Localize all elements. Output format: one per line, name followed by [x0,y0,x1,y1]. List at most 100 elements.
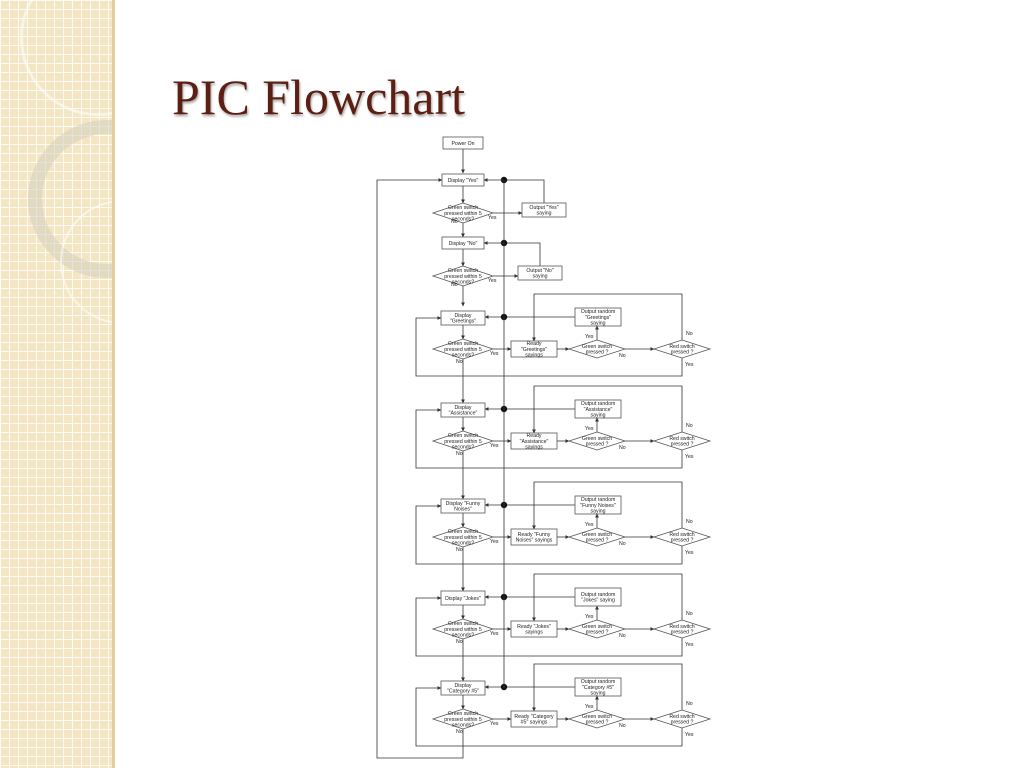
connector-line [415,316,683,377]
yes-label: Yes [488,278,497,284]
display-box [441,236,485,250]
green-switch-decision [431,708,495,730]
category-display-box [440,310,486,326]
category-display-box-text: Display"Assistance" [449,405,478,417]
no-label: No [451,219,458,225]
no-label: No [686,611,693,617]
category-display-box [440,498,486,514]
yes-label: Yes [585,522,594,528]
ready-sayings-box-text: Ready"Assistance"sayings [520,433,549,450]
output-box-text: Output "Yes"saying [529,205,558,217]
no-label: No [456,359,463,365]
green-switch-pressed-decision [567,619,627,639]
no-label: No [451,282,458,288]
yes-label: Yes [685,362,694,368]
no-label: No [619,723,626,729]
power-on-box-text: Power On [451,141,474,147]
connector-line [532,663,683,712]
green-switch-pressed-decision [567,431,627,451]
yes-label: Yes [585,614,594,620]
output-random-box [574,307,622,327]
green-switch-decision [431,526,495,548]
output-random-box-text: Output random"Category #5"saying [581,679,616,696]
no-label: No [456,451,463,457]
display-box [441,173,485,187]
output-random-box-text: Output random"Jokes" saying [581,592,616,604]
category-display-box [440,680,486,696]
connector-line [415,686,683,747]
ready-sayings-box-text: Ready "Jokes"sayings [517,624,551,636]
yes-label: Yes [490,351,499,357]
yes-label: Yes [685,732,694,738]
ready-sayings-box [510,432,558,450]
connector-line [532,573,683,622]
output-random-box-text: Output random"Greetings"saying [581,309,616,326]
output-random-box [574,495,622,515]
output-box [517,265,563,281]
no-label: No [619,541,626,547]
ready-sayings-box-text: Ready"Greetings"sayings [521,341,547,358]
no-label: No [619,445,626,451]
output-random-box-text: Output random"Funny Noises"saying [580,497,616,514]
no-label: No [686,423,693,429]
category-display-box [440,402,486,418]
red-switch-pressed-decision [652,431,712,451]
red-switch-pressed-decision [652,339,712,359]
power-on-box [442,136,484,150]
red-switch-pressed-decision [652,709,712,729]
no-label: No [619,353,626,359]
yes-label: Yes [490,443,499,449]
ready-sayings-box [510,620,558,638]
green-switch-pressed-decision [567,339,627,359]
green-switch-decision [431,430,495,452]
yes-label: Yes [490,631,499,637]
ready-sayings-box [510,710,558,728]
category-display-box-text: Display"Category #5" [447,683,479,695]
connector-line [532,293,683,342]
yes-label: Yes [585,426,594,432]
yes-label: Yes [585,704,594,710]
green-switch-pressed-decision [567,527,627,547]
connector-line [415,408,683,469]
display-box-text: Display "Yes" [448,178,479,184]
output-random-box [574,677,622,697]
no-label: No [686,331,693,337]
no-label: No [619,633,626,639]
output-box-text: Output "No"saying [526,268,553,280]
slide-title: PIC Flowchart [172,69,466,125]
category-display-box-text: Display "Jokes" [445,596,481,602]
connector-line [376,178,464,759]
green-switch-decision [431,338,495,360]
green-switch-decision [431,265,495,287]
yes-label: Yes [490,721,499,727]
connector-line [504,179,545,203]
connector-line [415,504,683,565]
ready-sayings-box-text: Ready "Category#5" sayings [514,714,554,726]
yes-label: Yes [685,454,694,460]
yes-label: Yes [685,550,694,556]
category-display-box-text: Display"Greetings" [450,313,476,325]
no-label: No [456,547,463,553]
connector-line [504,242,541,266]
output-random-box [574,399,622,419]
connector-line [415,596,683,657]
red-switch-pressed-decision [652,527,712,547]
output-random-box-text: Output random"Assistance"saying [581,401,616,418]
